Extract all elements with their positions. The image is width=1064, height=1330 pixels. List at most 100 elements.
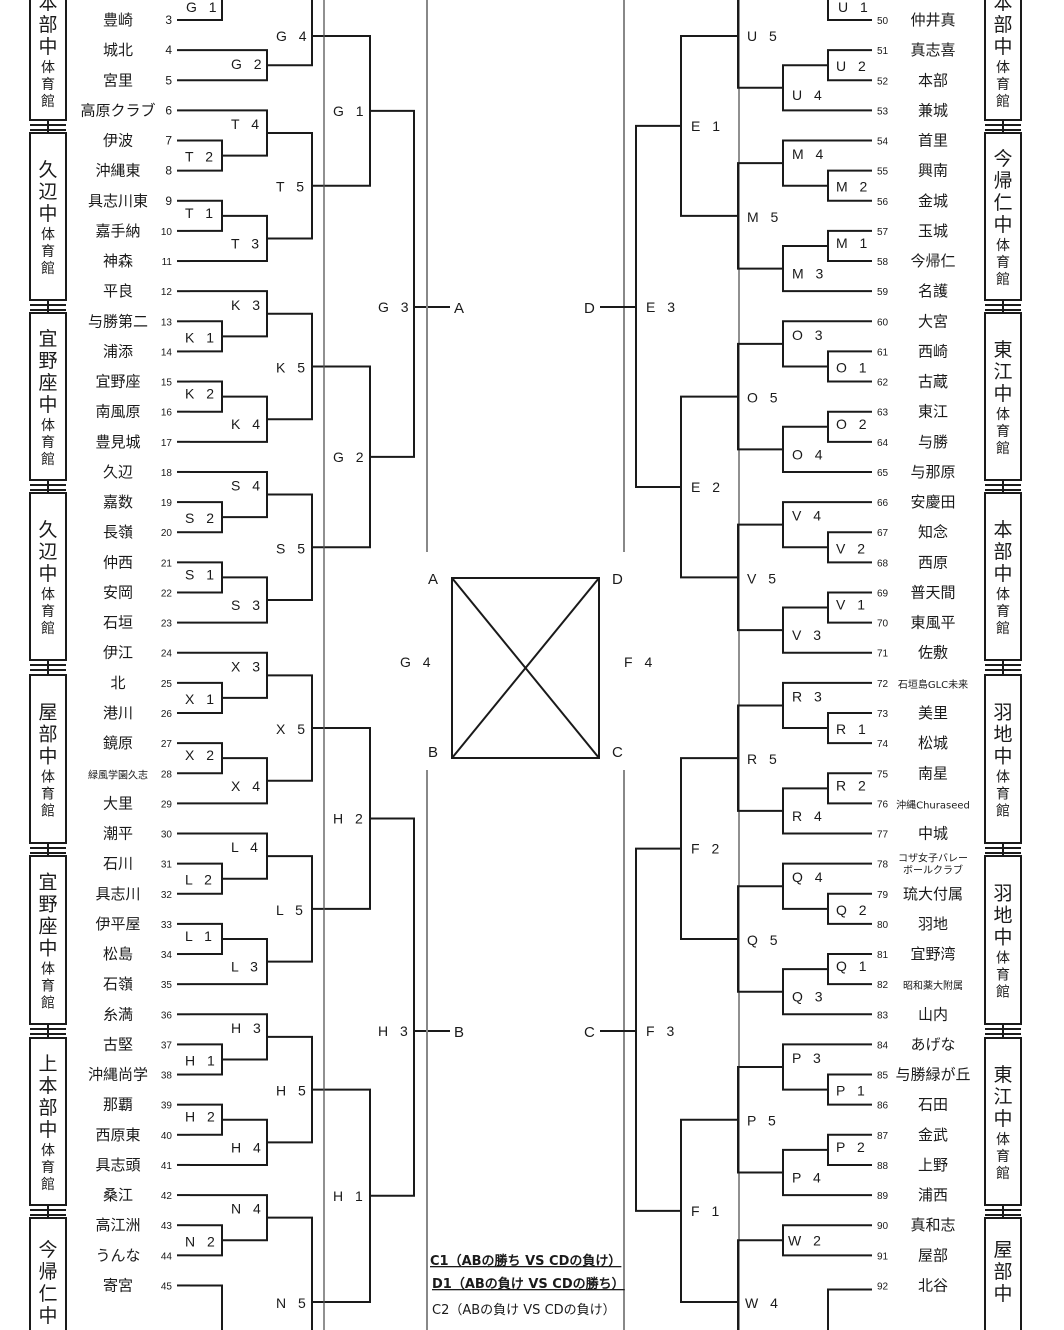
match-label: E 2: [691, 479, 724, 495]
match-label: R 5: [747, 751, 781, 767]
team-seed: 8: [165, 164, 172, 178]
venue-suffix-char: 育: [41, 244, 55, 260]
match-label: X 3: [231, 658, 264, 674]
venue-suffix-char: 育: [996, 1149, 1010, 1165]
team-name: 平良: [103, 282, 133, 300]
venue-name-char: 中: [38, 1119, 57, 1141]
venue-suffix-char: 体: [41, 227, 55, 243]
venue-name-char: 中: [38, 1305, 57, 1327]
match-label: T 4: [231, 116, 263, 132]
match-label: O 4: [792, 446, 827, 462]
connector-label-a: A: [454, 300, 464, 317]
venue-suffix-char: 体: [996, 1132, 1010, 1148]
team-seed: 50: [877, 16, 889, 27]
venue-name-char: 中: [993, 563, 1012, 585]
venue-suffix-char: 館: [41, 995, 55, 1012]
match-label: T 1: [185, 205, 217, 221]
venue-suffix-char: 体: [41, 587, 55, 603]
team-name: 伊平屋: [95, 915, 140, 933]
team-name: 沖縄東: [95, 162, 140, 180]
venue-suffix-char: 館: [41, 93, 55, 110]
team-name: 佐敷: [918, 644, 948, 662]
venue-suffix-char: 育: [41, 979, 55, 995]
match-label: U 2: [836, 58, 870, 74]
connector-label-d: D: [584, 300, 595, 317]
team-seed: 13: [161, 317, 173, 328]
match-label: H 4: [231, 1139, 265, 1155]
team-name: 石嶺: [103, 975, 133, 993]
match-label: T 2: [185, 149, 217, 165]
venue-name-char: 宜: [38, 872, 57, 894]
team-name: 安岡: [103, 583, 133, 601]
team-name: 兼城: [918, 101, 948, 119]
match-label: H 5: [276, 1083, 310, 1099]
venue-name-char: 中: [38, 563, 57, 585]
team-seed: 80: [877, 920, 889, 931]
venue-name-char: 今: [38, 1239, 57, 1261]
team-name: 上野: [918, 1156, 948, 1174]
team-name: 屋部: [918, 1246, 948, 1264]
team-name: 嘉手納: [95, 222, 140, 240]
team-seed: 36: [161, 1010, 173, 1021]
venue-name-char: 中: [38, 746, 57, 768]
pool-label-a: A: [428, 571, 438, 588]
bracket-line: [190, 1284, 223, 1330]
team-seed: 20: [161, 528, 173, 539]
venue-name-char: 本: [38, 1075, 57, 1097]
team-name: 宜野座: [95, 373, 140, 391]
venue-name-char: 本: [38, 0, 57, 14]
match-label: P 1: [836, 1083, 869, 1099]
team-seed: 30: [161, 830, 173, 841]
team-name: 西原東: [95, 1126, 140, 1144]
team-name: 与勝: [918, 433, 948, 451]
venue-name-char: 地: [993, 905, 1012, 927]
match-label: K 3: [231, 297, 264, 313]
team-seed: 15: [161, 378, 173, 389]
venue-suffix-char: 育: [996, 424, 1010, 440]
team-seed: 7: [165, 134, 172, 148]
team-name: 大宮: [918, 312, 948, 330]
team-seed: 82: [877, 980, 889, 991]
match-label: Q 3: [792, 989, 827, 1005]
team-name: 潮平: [103, 825, 133, 843]
team-seed: 83: [877, 1010, 889, 1021]
team-name: 古蔵: [918, 373, 948, 391]
bracket-line: [737, 1239, 783, 1330]
team-seed: 37: [161, 1040, 173, 1051]
venue-name-char: 仁: [993, 192, 1012, 214]
team-name: 浦添: [103, 342, 133, 360]
team-seed: 91: [877, 1251, 889, 1262]
team-seed: 61: [877, 347, 889, 358]
bracket-line: [737, 0, 783, 89]
venue-suffix-char: 館: [996, 1165, 1010, 1182]
team-seed: 3: [165, 13, 172, 27]
match-label: O 5: [747, 390, 782, 406]
team-name: 安慶田: [910, 493, 955, 511]
bracket-line: [370, 109, 415, 458]
team-name: 高原クラブ: [80, 101, 155, 119]
venue-name-char: 東: [993, 1064, 1012, 1086]
team-name: 金城: [918, 192, 948, 210]
team-seed: 77: [877, 830, 889, 841]
match-label: U 5: [747, 28, 781, 44]
team-name: 与那原: [910, 463, 955, 481]
team-seed: 19: [161, 498, 173, 509]
match-label: M 2: [836, 179, 871, 195]
note-d1: D1（ABの負け VS CDの勝ち）: [432, 1276, 625, 1292]
team-name: 東風平: [910, 614, 955, 632]
team-seed: 73: [877, 709, 889, 720]
match-label: G 2: [231, 56, 266, 72]
venue-suffix-char: 館: [996, 803, 1010, 820]
team-seed: 64: [877, 438, 889, 449]
team-name: 高江洲: [95, 1216, 140, 1234]
match-label: L 5: [276, 902, 307, 918]
venue-suffix-char: 館: [996, 440, 1010, 457]
match-label: M 3: [792, 266, 827, 282]
team-name: 仲西: [103, 553, 133, 571]
team-name: 羽地: [918, 915, 948, 933]
match-label: O 3: [792, 327, 827, 343]
team-seed: 51: [877, 46, 889, 57]
team-name: 沖縄尚学: [88, 1066, 148, 1084]
venue-name-char: 帰: [993, 170, 1012, 192]
match-label: L 1: [185, 928, 216, 944]
